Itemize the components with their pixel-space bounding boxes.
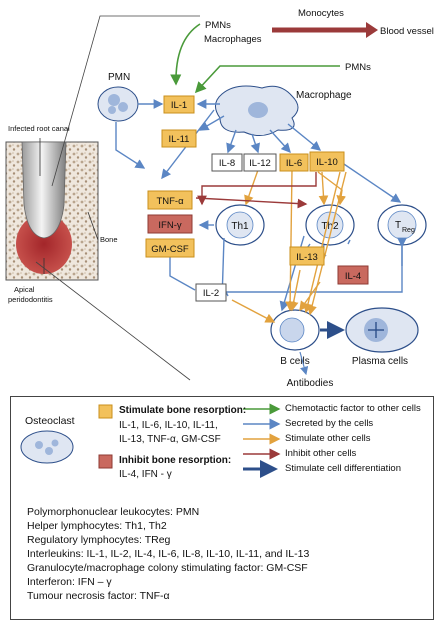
pmns-right-label: PMNs bbox=[345, 62, 371, 73]
svg-text:IL-10: IL-10 bbox=[316, 157, 338, 168]
legend-arrow-label-stimulate: Stimulate other cells bbox=[285, 433, 371, 444]
svg-text:IL-8: IL-8 bbox=[219, 158, 235, 169]
plasma-cells-label: Plasma cells bbox=[352, 356, 408, 367]
svg-text:IFN-γ: IFN-γ bbox=[158, 220, 181, 231]
anatomy-panel: Infected root canal Bone Apical peridodo… bbox=[5, 124, 118, 304]
svg-text:IL-11: IL-11 bbox=[169, 134, 190, 145]
inhibit-line1: IL-4, IFN - γ bbox=[119, 469, 172, 480]
b-cells-label: B cells bbox=[280, 356, 309, 367]
antibody-secretion-arrow bbox=[299, 351, 309, 376]
legend-arrow-label-differentiation: Stimulate cell differentiation bbox=[285, 463, 401, 474]
pmn-label: PMN bbox=[108, 72, 130, 83]
abbr-interferon: Interferon: IFN – γ bbox=[27, 576, 112, 588]
legend-arrow-label-secreted: Secreted by the cells bbox=[285, 418, 374, 429]
abbr-regulatory: Regulatory lymphocytes: TReg bbox=[27, 534, 171, 546]
svg-text:GM-CSF: GM-CSF bbox=[151, 244, 189, 255]
pmns-top-label: PMNs bbox=[205, 20, 231, 31]
cytokine-il4: IL-4 bbox=[337, 265, 369, 285]
treg-cell: T Reg bbox=[377, 204, 427, 246]
th2-cell: Th2 bbox=[305, 204, 355, 246]
cytokine-gmcsf: GM-CSF bbox=[145, 238, 195, 258]
osteoclast-label: Osteoclast bbox=[25, 415, 75, 427]
svg-text:TNF-α: TNF-α bbox=[156, 196, 184, 207]
cytokine-il8: IL-8 bbox=[211, 153, 243, 172]
svg-text:IL-4: IL-4 bbox=[345, 271, 361, 282]
zoom-line-top bbox=[51, 15, 200, 187]
abbr-interleukins: Interleukins: IL-1, IL-2, IL-4, IL-6, IL… bbox=[27, 548, 310, 560]
stimulate-title: Stimulate bone resorption: bbox=[119, 405, 247, 416]
b-cell bbox=[270, 309, 320, 351]
cytokine-il2: IL-2 bbox=[195, 283, 227, 302]
cytokine-il12: IL-12 bbox=[243, 153, 277, 172]
legend-arrow-label-inhibit: Inhibit other cells bbox=[285, 448, 357, 459]
macrophage-cell bbox=[215, 85, 299, 136]
tooth-root-shape bbox=[21, 141, 67, 239]
abbr-tnf: Tumour necrosis factor: TNF-α bbox=[27, 590, 170, 602]
treg-subscript: Reg bbox=[402, 227, 415, 234]
treg-label: T bbox=[395, 220, 401, 231]
legend-arrow-label-chemotactic: Chemotactic factor to other cells bbox=[285, 403, 421, 414]
cytokine-il13: IL-13 bbox=[289, 246, 325, 266]
antibodies-label: Antibodies bbox=[287, 378, 334, 389]
svg-text:IL-1: IL-1 bbox=[171, 100, 187, 111]
apical-label-2: peridodontitis bbox=[8, 295, 53, 304]
inhibit-arrows bbox=[195, 172, 317, 209]
cytokine-ifn: IFN-γ bbox=[147, 214, 193, 234]
cytokine-il1: IL-1 bbox=[163, 95, 195, 114]
legend-graphics bbox=[20, 403, 281, 478]
svg-text:IL-13: IL-13 bbox=[296, 252, 318, 263]
pmn-cell bbox=[97, 86, 139, 122]
legend-box: Osteoclast Stimulate bone resorption: IL… bbox=[10, 396, 434, 620]
monocytes-label: Monocytes bbox=[298, 8, 344, 19]
inhibit-swatch bbox=[98, 454, 113, 469]
zoom-line-bottom bbox=[35, 261, 191, 381]
abbr-gmcsf: Granulocyte/macrophage colony stimulatin… bbox=[27, 562, 308, 574]
osteoclast-cell bbox=[20, 430, 74, 464]
bone-label: Bone bbox=[100, 235, 118, 244]
inhibit-title: Inhibit bone resorption: bbox=[119, 455, 232, 466]
th1-label: Th1 bbox=[231, 221, 249, 232]
stimulate-arrows bbox=[231, 169, 347, 323]
cytokine-il10: IL-10 bbox=[309, 151, 345, 172]
plasma-cell bbox=[345, 307, 419, 353]
chemotactic-arrow-2 bbox=[194, 65, 340, 94]
abbr-pmn: Polymorphonuclear leukocytes: PMN bbox=[27, 506, 200, 518]
stimulate-line1: IL-1, IL-6, IL-10, IL-11, bbox=[119, 420, 218, 431]
stimulate-swatch bbox=[98, 404, 113, 419]
macrophages-top-label: Macrophages bbox=[204, 34, 262, 45]
cytokine-il6: IL-6 bbox=[279, 153, 309, 172]
lesion-shape bbox=[16, 214, 72, 274]
blood-vessel-label: Blood vessel bbox=[380, 26, 434, 37]
stimulate-line2: IL-13, TNF-α, GM-CSF bbox=[119, 434, 221, 445]
th2-label: Th2 bbox=[321, 221, 339, 232]
infected-root-canal-label: Infected root canal bbox=[8, 124, 70, 133]
cytokine-tnf: TNF-α bbox=[147, 190, 193, 210]
svg-text:IL-2: IL-2 bbox=[203, 288, 219, 299]
cytokine-il11: IL-11 bbox=[161, 129, 197, 148]
abbr-helper: Helper lymphocytes: Th1, Th2 bbox=[27, 520, 167, 532]
apical-label-1: Apical bbox=[14, 285, 35, 294]
svg-text:IL-6: IL-6 bbox=[286, 158, 302, 169]
macrophage-label: Macrophage bbox=[296, 90, 352, 101]
chemotactic-arrow-1 bbox=[170, 23, 201, 86]
svg-text:IL-12: IL-12 bbox=[249, 158, 271, 169]
th1-cell: Th1 bbox=[215, 204, 265, 246]
